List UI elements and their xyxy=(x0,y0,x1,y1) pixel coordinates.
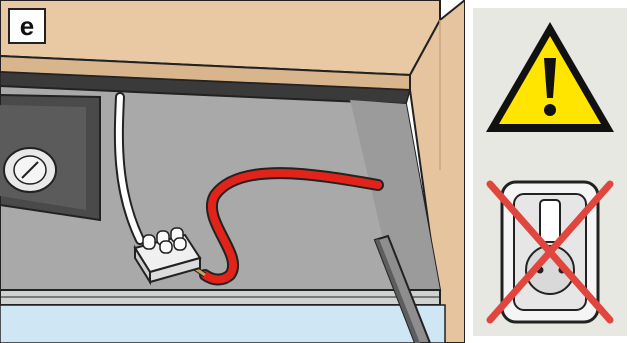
cable-connection-illustration xyxy=(0,0,465,343)
no-socket-icon xyxy=(482,170,618,330)
step-label: e xyxy=(8,8,46,44)
warning-triangle-icon xyxy=(482,18,618,138)
glass-strip xyxy=(0,305,445,343)
